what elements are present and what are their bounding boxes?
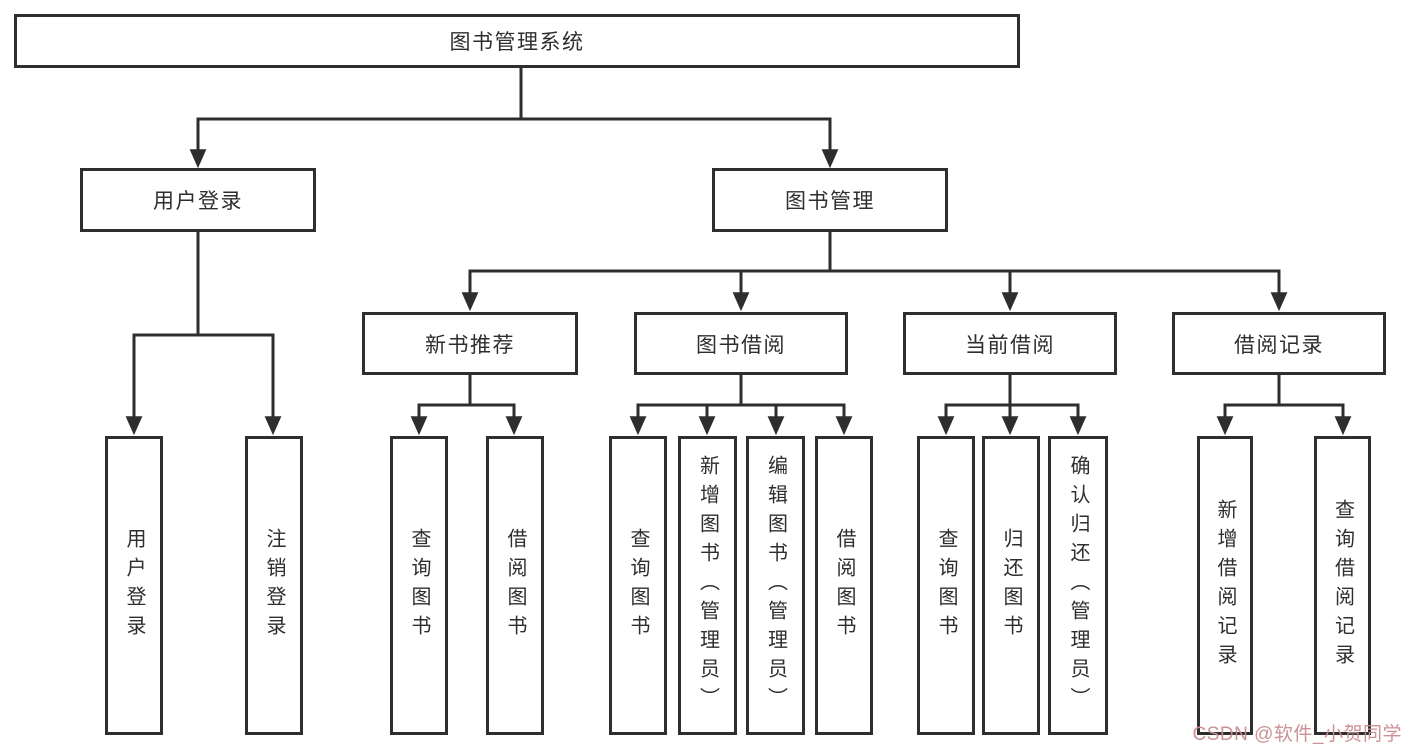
- leaf-return-books: 归还图书: [982, 436, 1040, 735]
- leaf-edit-books-admin: 编辑图书（管理员）: [746, 436, 805, 735]
- leaf-label: 编辑图书（管理员）: [764, 455, 787, 716]
- leaf-label: 查询图书: [627, 527, 649, 644]
- leaf-label: 用户登录: [123, 527, 145, 644]
- leaf-label: 新增图书（管理员）: [696, 455, 719, 716]
- node-book-management: 图书管理: [712, 168, 948, 232]
- leaf-query-borrow-record: 查询借阅记录: [1314, 436, 1371, 735]
- leaf-confirm-return-admin: 确认归还（管理员）: [1048, 436, 1108, 735]
- node-book-borrowing: 图书借阅: [634, 312, 848, 375]
- leaf-label: 新增借阅记录: [1214, 498, 1236, 673]
- leaf-user-login: 用户登录: [105, 436, 163, 735]
- leaf-add-borrow-record: 新增借阅记录: [1197, 436, 1253, 735]
- csdn-watermark: CSDN @软件_小贺同学: [1192, 724, 1402, 745]
- leaf-add-books-admin: 新增图书（管理员）: [678, 436, 737, 735]
- node-label: 图书借阅: [696, 333, 786, 357]
- leaf-label: 查询借阅记录: [1331, 498, 1354, 673]
- leaf-label: 归还图书: [1000, 527, 1022, 644]
- leaf-borrow-books: 借阅图书: [815, 436, 873, 735]
- node-label: 当前借阅: [965, 333, 1055, 357]
- node-label: 新书推荐: [425, 333, 515, 357]
- node-root-system: 图书管理系统: [14, 14, 1020, 68]
- leaf-query-books-current: 查询图书: [917, 436, 975, 735]
- leaf-label: 注销登录: [263, 527, 285, 644]
- node-label: 图书管理系统: [449, 31, 585, 54]
- leaf-label: 借阅图书: [833, 527, 855, 644]
- leaf-query-books-borrow: 查询图书: [609, 436, 667, 735]
- leaf-label: 查询图书: [935, 527, 957, 644]
- node-current-borrowing: 当前借阅: [903, 312, 1117, 375]
- leaf-label: 确认归还（管理员）: [1067, 455, 1089, 716]
- node-label: 借阅记录: [1234, 333, 1324, 357]
- node-new-book-recommend: 新书推荐: [362, 312, 578, 375]
- node-label: 图书管理: [785, 190, 875, 213]
- node-label: 用户登录: [153, 190, 243, 213]
- leaf-logout: 注销登录: [245, 436, 303, 735]
- leaf-label: 查询图书: [408, 527, 430, 644]
- node-user-login: 用户登录: [80, 168, 316, 232]
- leaf-borrow-books-recommend: 借阅图书: [486, 436, 544, 735]
- node-borrowing-records: 借阅记录: [1172, 312, 1386, 375]
- leaf-label: 借阅图书: [504, 527, 526, 644]
- leaf-query-books-recommend: 查询图书: [390, 436, 448, 735]
